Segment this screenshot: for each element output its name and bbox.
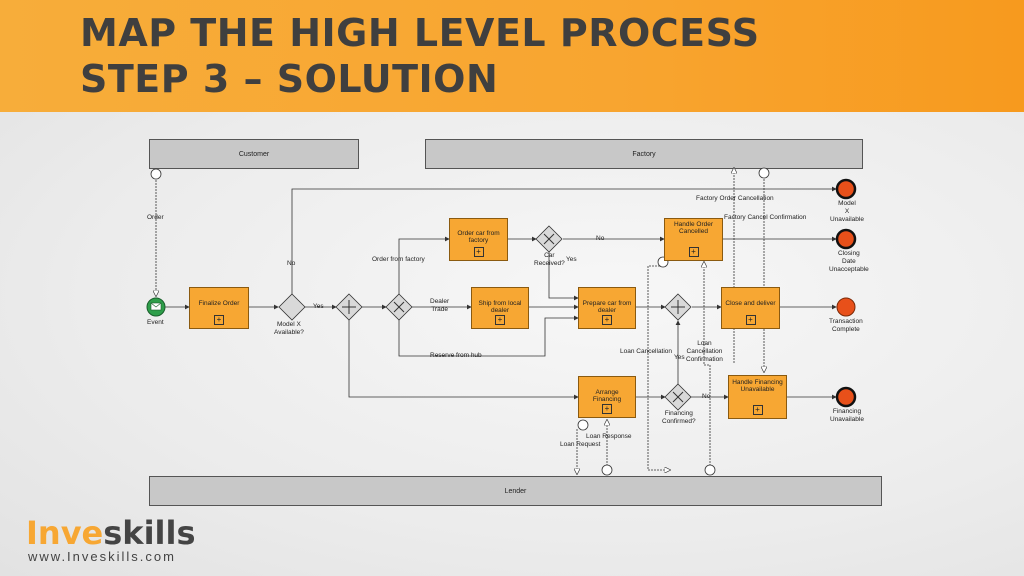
label-model-x-available: Model X Available? bbox=[274, 321, 304, 336]
message-origin-loan-response bbox=[601, 464, 613, 476]
pool-customer-label: Customer bbox=[238, 150, 270, 158]
message-origin-order bbox=[150, 168, 162, 180]
task-ship-local-dealer: Ship from local dealer + bbox=[471, 287, 529, 329]
pool-lender-label: Lender bbox=[504, 487, 527, 495]
task-order-car-factory-label: Order car from factory bbox=[457, 230, 500, 244]
message-origin-factory-confirm bbox=[758, 167, 770, 179]
label-order-from-factory: Order from factory bbox=[372, 256, 425, 263]
brand-logo-part1: Inve bbox=[26, 514, 104, 552]
subprocess-marker-icon: + bbox=[602, 404, 612, 414]
task-handle-order-cancelled: Handle Order Cancelled + bbox=[664, 218, 723, 261]
pool-factory-label: Factory bbox=[632, 150, 656, 158]
label-financing-unavailable: Financing Unavailable bbox=[830, 408, 864, 423]
subprocess-marker-icon: + bbox=[473, 247, 484, 257]
label-factory-cancel-confirmation: Factory Cancel Confirmation bbox=[724, 214, 807, 221]
task-arrange-financing: Arrange Financing + bbox=[578, 376, 636, 418]
subprocess-marker-icon: + bbox=[688, 247, 699, 257]
label-car-received: Car Received? bbox=[534, 252, 565, 267]
title-line-2: STEP 3 – SOLUTION bbox=[80, 57, 499, 101]
task-handle-order-cancelled-label: Handle Order Cancelled bbox=[673, 221, 714, 235]
label-yes-car: Yes bbox=[566, 256, 577, 263]
label-no-car: No bbox=[596, 235, 605, 242]
brand-logo-part2: skills bbox=[103, 514, 196, 552]
task-close-deliver-label: Close and deliver bbox=[725, 300, 776, 307]
end-event-model-x-unavailable bbox=[835, 178, 857, 200]
subprocess-marker-icon: + bbox=[745, 315, 756, 325]
task-ship-local-dealer-label: Ship from local dealer bbox=[478, 300, 522, 314]
label-factory-order-cancellation: Factory Order Cancellation bbox=[696, 195, 774, 202]
subprocess-marker-icon: + bbox=[602, 315, 612, 325]
slide-title: MAP THE HIGH LEVEL PROCESS STEP 3 – SOLU… bbox=[80, 10, 760, 102]
pool-factory: Factory bbox=[425, 139, 863, 169]
task-order-car-factory: Order car from factory + bbox=[449, 218, 508, 261]
flow-no-model bbox=[291, 186, 837, 295]
subprocess-marker-icon: + bbox=[214, 315, 224, 325]
message-loan-cancellation-confirmation bbox=[704, 262, 711, 466]
label-transaction-complete: Transaction Complete bbox=[829, 318, 863, 333]
subprocess-marker-icon: + bbox=[495, 315, 505, 325]
label-no-model: No bbox=[287, 260, 296, 267]
task-finalize-order-label: Finalize Order bbox=[198, 300, 240, 307]
label-start-event: Event bbox=[147, 319, 164, 326]
label-financing-confirmed: Financing Confirmed? bbox=[662, 410, 696, 425]
label-loan-cancellation: Loan Cancellation bbox=[620, 348, 673, 355]
message-origin-loan-request bbox=[577, 419, 589, 431]
task-finalize-order: Finalize Order + bbox=[189, 287, 249, 329]
message-loan-cancellation bbox=[647, 265, 670, 470]
label-loan-request: Loan Request bbox=[560, 441, 601, 448]
flow-reserve-hub bbox=[398, 315, 579, 357]
title-banner: MAP THE HIGH LEVEL PROCESS STEP 3 – SOLU… bbox=[0, 0, 1024, 112]
envelope-icon bbox=[150, 302, 162, 311]
task-prepare-car-label: Prepare car from dealer bbox=[582, 300, 632, 314]
task-handle-financing-unavailable-label: Handle Financing Unavailable bbox=[732, 379, 783, 393]
label-yes-financing: Yes bbox=[674, 354, 685, 361]
subprocess-marker-icon: + bbox=[752, 405, 763, 415]
flow-to-financing bbox=[348, 320, 579, 400]
title-line-1: MAP THE HIGH LEVEL PROCESS bbox=[80, 11, 760, 55]
label-model-x-unavailable: Model X Unavailable bbox=[830, 200, 864, 223]
message-origin-loan-confirm bbox=[704, 464, 716, 476]
task-prepare-car: Prepare car from dealer + bbox=[578, 287, 636, 329]
end-event-financing-unavailable bbox=[835, 386, 857, 408]
pool-customer: Customer bbox=[149, 139, 359, 169]
label-reserve-from-hub: Reserve from hub bbox=[430, 352, 482, 359]
end-event-transaction-complete bbox=[836, 297, 856, 317]
task-close-deliver: Close and deliver + bbox=[721, 287, 780, 329]
label-loan-response: Loan Response bbox=[586, 433, 632, 440]
label-closing-date-unacceptable: Closing Date Unacceptable bbox=[829, 250, 869, 273]
gateway-model-x-available bbox=[278, 293, 306, 321]
label-dealer-trade: Dealer Trade bbox=[430, 298, 450, 313]
task-handle-financing-unavailable: Handle Financing Unavailable + bbox=[728, 375, 787, 419]
label-no-financing: No bbox=[702, 393, 711, 400]
flow-yes-car bbox=[548, 252, 579, 301]
flow-order-factory bbox=[398, 236, 450, 295]
label-order: Order bbox=[147, 214, 164, 221]
brand-logo: Inveskills bbox=[26, 514, 196, 552]
task-arrange-financing-label: Arrange Financing bbox=[592, 389, 622, 403]
end-event-closing-date bbox=[835, 228, 857, 250]
brand-website: www.Inveskills.com bbox=[28, 549, 176, 564]
label-loan-cancellation-confirmation: Loan Cancellation Confirmation bbox=[686, 340, 723, 363]
label-yes-model: Yes bbox=[313, 303, 324, 310]
pool-lender: Lender bbox=[149, 476, 882, 506]
